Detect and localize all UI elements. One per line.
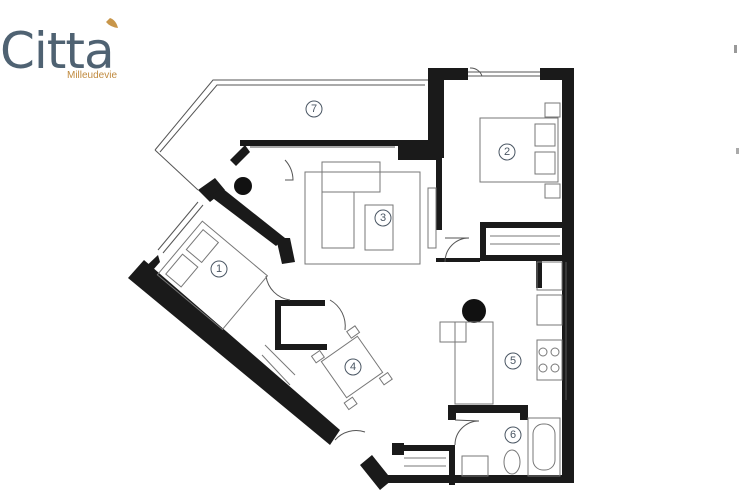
room-label-2: 2 xyxy=(498,143,516,161)
svg-text:6: 6 xyxy=(510,429,516,441)
svg-text:3: 3 xyxy=(380,212,386,224)
room-label-1: 1 xyxy=(210,260,228,278)
column xyxy=(462,299,486,323)
edge-mark xyxy=(734,45,737,53)
room-label-3: 3 xyxy=(374,209,392,227)
room-label-4: 4 xyxy=(344,358,362,376)
windows xyxy=(157,71,567,400)
svg-text:5: 5 xyxy=(510,355,516,367)
svg-text:1: 1 xyxy=(216,263,222,275)
brand-wordmark: Citta xyxy=(0,22,114,80)
doors xyxy=(265,67,483,446)
exterior-walls xyxy=(128,68,574,490)
interior-walls xyxy=(210,150,565,485)
svg-text:4: 4 xyxy=(350,361,356,373)
edge-mark xyxy=(736,148,739,154)
svg-text:2: 2 xyxy=(504,146,510,158)
svg-text:7: 7 xyxy=(311,103,317,115)
room-label-6: 6 xyxy=(504,426,522,444)
column xyxy=(234,177,252,195)
leaf-accent-icon xyxy=(106,18,118,28)
room-label-7: 7 xyxy=(305,100,323,118)
brand-logo: Citta Milleudevie xyxy=(0,18,118,81)
room-label-5: 5 xyxy=(504,352,522,370)
room-labels: 1 2 3 4 5 6 7 xyxy=(210,100,522,444)
furniture xyxy=(156,102,563,477)
brand-tagline: Milleudevie xyxy=(67,70,117,81)
